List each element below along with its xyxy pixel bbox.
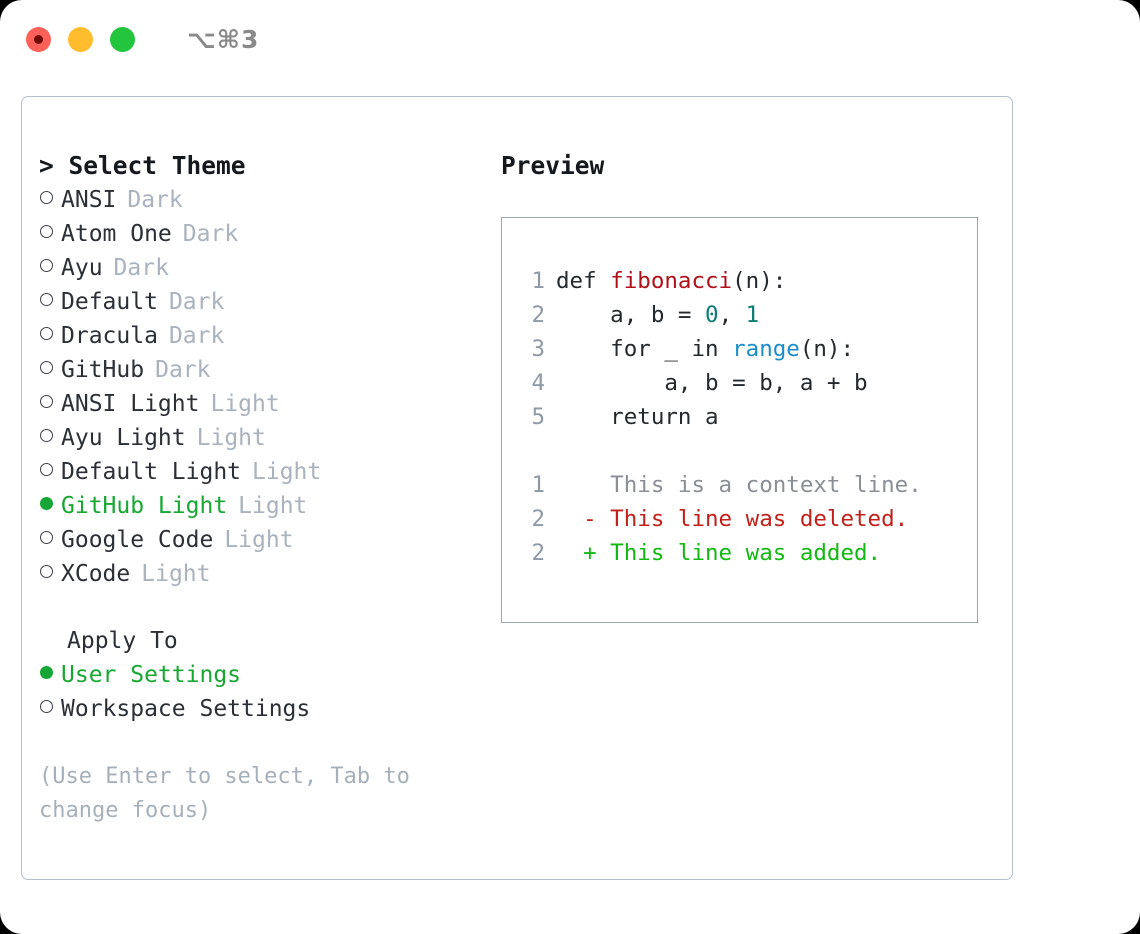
code-line-number: 1 [531,268,545,294]
minimize-button-icon[interactable] [68,26,93,52]
diff-line: 2 + This line was added. [522,536,977,570]
code-line: 5 return a [522,400,977,434]
theme-option-kind: Dark [168,289,225,315]
code-token-plain: for _ in [556,336,733,362]
diff-line-text: - This line was deleted. [556,506,909,532]
theme-option-label: Atom One [61,221,172,247]
code-token-num: 1 [745,302,760,328]
theme-option-label: Default Light [61,459,242,485]
code-line-text: for _ in range(n): [556,332,854,366]
code-token-plain: return a [556,404,719,430]
theme-option-kind: Light [224,527,294,553]
theme-option-label: GitHub [61,357,145,383]
diff-line: 2 - This line was deleted. [522,502,977,536]
theme-option[interactable]: ANSI Light Light [39,387,469,421]
theme-option[interactable]: Ayu Dark [39,251,469,285]
code-line-number: 5 [531,404,545,430]
code-line-number: 3 [531,336,545,362]
keyboard-hint-text: (Use Enter to select, Tab to change focu… [39,764,410,823]
diff-line-number: 1 [531,472,545,498]
theme-option[interactable]: Ayu Light Light [39,421,469,455]
theme-option-label: Ayu Light [61,425,186,451]
code-token-def: def [556,268,611,294]
theme-option[interactable]: Atom One Dark [39,217,469,251]
theme-option-label: XCode [61,561,131,587]
close-button-icon[interactable] [26,26,51,52]
code-token-plain: (n): [732,268,787,294]
code-line: 4 a, b = b, a + b [522,366,977,400]
diff-line-number: 2 [531,506,545,532]
code-token-num: 0 [705,302,719,328]
theme-option-kind: Dark [155,357,211,383]
code-spacer [522,434,977,468]
code-token-fn: fibonacci [610,268,733,294]
theme-option[interactable]: XCode Light [39,557,469,591]
theme-option-kind: Light [196,425,266,451]
theme-option[interactable]: GitHub Dark [39,353,469,387]
theme-option-label: ANSI Light [61,391,200,417]
diff-line-text: This is a context line. [556,472,922,498]
theme-option-kind: Light [252,459,322,485]
theme-option-label: ANSI [61,187,117,213]
code-token-plain: , [718,302,746,328]
theme-option[interactable]: Default Light Light [39,455,469,489]
theme-option[interactable]: Dracula Dark [39,319,469,353]
theme-option[interactable]: GitHub Light Light [39,489,469,523]
code-token-call: range [732,336,800,362]
code-line-number: 2 [531,302,545,328]
diff-line-text: + This line was added. [556,540,882,566]
code-line: 2 a, b = 0, 1 [522,298,977,332]
code-token-plain: (n): [799,336,855,362]
code-token-plain: a, b = b, a + b [556,370,868,396]
theme-option[interactable]: ANSI Dark [39,183,469,217]
code-line-text: return a [556,400,719,434]
select-theme-header: > Select Theme [39,151,246,180]
code-line-text: a, b = b, a + b [556,366,868,400]
apply-to-option[interactable]: Workspace Settings [39,692,469,726]
title-bar: ⌥⌘3 [0,0,1140,78]
theme-option-kind: Dark [182,221,239,247]
window-controls [26,26,135,52]
preview-title: Preview [501,151,605,180]
theme-option-label: Google Code [61,527,214,553]
theme-option-kind: Dark [113,255,169,281]
apply-to-header: Apply To [67,628,178,654]
theme-option[interactable]: Google Code Light [39,523,469,557]
code-line-text: def fibonacci(n): [556,264,786,298]
theme-option-kind: Dark [168,323,225,349]
theme-option[interactable]: Default Dark [39,285,469,319]
maximize-button-icon[interactable] [110,26,135,52]
code-line: 1 def fibonacci(n): [522,264,977,298]
keyboard-shortcut-label: ⌥⌘3 [187,24,260,54]
theme-option-kind: Dark [127,187,183,213]
code-line-number: 4 [531,370,545,396]
theme-option-kind: Light [210,391,280,417]
diff-line: 1 This is a context line. [522,468,977,502]
code-line: 3 for _ in range(n): [522,332,977,366]
code-line-text: a, b = 0, 1 [556,298,759,332]
theme-option-label: Ayu [61,255,103,281]
theme-option-label: GitHub Light [61,493,228,519]
apply-to-option-label: User Settings [61,662,242,688]
theme-option-kind: Light [141,561,211,587]
apply-to-option[interactable]: User Settings [39,658,469,692]
apply-to-option-label: Workspace Settings [61,696,311,722]
diff-line-number: 2 [531,540,545,566]
code-token-plain: a, b = [556,302,706,328]
theme-option-label: Dracula [61,323,158,349]
diff-sample: 1 This is a context line.2 - This line w… [522,468,977,570]
theme-option-kind: Light [238,493,308,519]
theme-option-label: Default [61,289,158,315]
